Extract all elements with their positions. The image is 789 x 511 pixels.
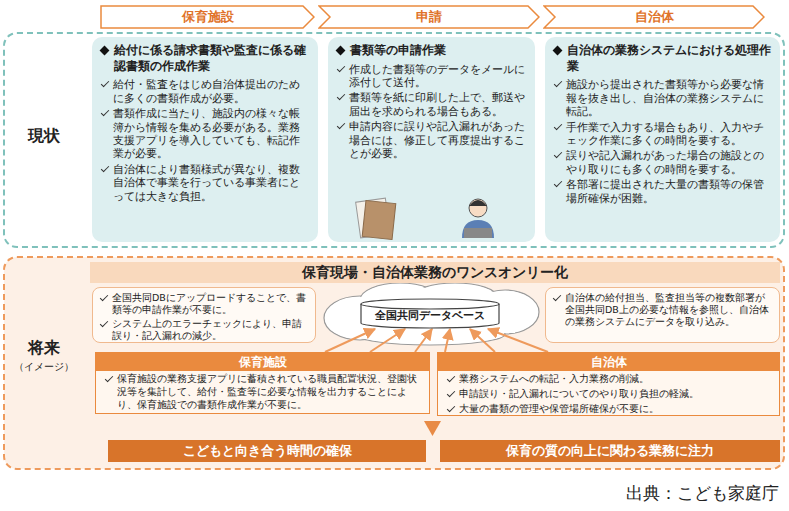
future-region: 将来（イメージ） 保育現場・自治体業務のワンスオンリー化全国共同DBにアップロード…	[3, 256, 785, 470]
papers-and-person-icon	[328, 192, 535, 240]
flow-arrow	[470, 329, 495, 352]
bullet-text: 保育施設の業務支援アプリに蓄積されている職員配置状況、登園状況等を集計して、給付…	[104, 373, 421, 411]
database-cylinder: 全国共同データベース	[360, 298, 500, 329]
bullet-text: 書類等を紙に印刷した上で、郵送や届出を求められる場合もある。	[336, 91, 527, 118]
future-box: 保育施設保育施設の業務支援アプリに蓄積されている職員配置状況、登園状況等を集計し…	[95, 352, 430, 414]
down-arrow	[424, 421, 441, 436]
bullet-text: 申請誤り・記入漏れについてのやり取り負担の軽減。	[446, 388, 771, 401]
future-box: 自治体業務システムへの転記・入力業務の削減。申請誤り・記入漏れについてのやり取り…	[437, 352, 780, 416]
process-box: 書類等の申請作業作成した書類等のデータをメールに添付して送付。書類等を紙に印刷し…	[328, 37, 535, 242]
title-band: 保育現場・自治体業務のワンスオンリー化	[90, 262, 780, 283]
heading-text: （イメージ）	[9, 360, 79, 374]
heading-text: 全国共同データベース	[360, 298, 500, 323]
bullet-text: 大量の書類の管理や保管場所確保が不要に。	[446, 403, 771, 416]
bullet-text: 給付・監査をはじめ自治体提出のために多くの書類作成が必要。	[100, 78, 310, 105]
bullet-text: システム上のエラーチェックにより、申請誤り・記入漏れの減少。	[99, 318, 309, 342]
bullet-text: 自治体の給付担当、監査担当等の複数部署が全国共同DB上の必要な情報を参照し、自治…	[552, 292, 773, 328]
bullet-text: 申請内容に誤りや記入漏れがあった場合には、修正して再度提出することが必要。	[336, 120, 527, 160]
heading-text: 将来	[9, 338, 79, 359]
flow-arrow	[488, 329, 548, 352]
heading-text: 申請	[318, 5, 540, 29]
goal-bar: 保育の質の向上に関わる業務に注力	[440, 440, 780, 462]
heading-text: 現状	[9, 126, 79, 147]
heading-text: 自治体の業務システムにおける処理作業	[553, 43, 772, 74]
flow-arrow	[415, 329, 432, 352]
goal-bar: こどもと向き合う時間の確保	[108, 440, 426, 462]
heading-text: こどもと向き合う時間の確保	[108, 440, 426, 462]
heading-text: 給付に係る請求書類や監査に係る確認書類の作成作業	[100, 43, 310, 74]
heading-text: 保育現場・自治体業務のワンスオンリー化	[90, 262, 780, 283]
heading-text: 保育の質の向上に関わる業務に注力	[440, 440, 780, 462]
source-caption: 出典：こども家庭庁	[626, 482, 779, 505]
stage-tab: 保育施設	[100, 5, 315, 29]
heading-text: 自治体	[543, 5, 765, 29]
bullet-text: 全国共同DBにアップロードすることで、書類等の申請作業が不要に。	[99, 292, 309, 316]
heading-text: 書類等の申請作業	[336, 43, 527, 59]
process-box: 給付に係る請求書類や監査に係る確認書類の作成作業給付・監査をはじめ自治体提出のた…	[92, 37, 318, 242]
stage-tab: 自治体	[543, 5, 765, 29]
current-region: 現状給付に係る請求書類や監査に係る確認書類の作成作業給付・監査をはじめ自治体提出…	[3, 32, 785, 248]
bullet-text: 業務システムへの転記・入力業務の削減。	[446, 373, 771, 386]
bullet-text: 各部署に提出された大量の書類等の保管場所確保が困難。	[553, 178, 772, 205]
bullet-text: 誤りや記入漏れがあった場合の施設とのやり取りにも多くの時間を要する。	[553, 149, 772, 176]
note-box: 全国共同DBにアップロードすることで、書類等の申請作業が不要に。システム上のエラ…	[92, 287, 316, 343]
bullet-text: 作成した書類等のデータをメールに添付して送付。	[336, 63, 527, 90]
bullet-text: 施設から提出された書類等から必要な情報を抜き出し、自治体の業務システムに転記。	[553, 78, 772, 118]
note-box: 自治体の給付担当、監査担当等の複数部署が全国共同DB上の必要な情報を参照し、自治…	[545, 287, 780, 343]
flow-arrow	[325, 329, 375, 352]
flow-arrow	[370, 329, 405, 352]
bullet-text: 手作業で入力する場合もあり、入力やチェック作業に多くの時間を要する。	[553, 121, 772, 148]
heading-text: 保育施設	[96, 353, 429, 371]
future-ground	[4, 257, 784, 469]
flow-arrow	[445, 329, 450, 352]
heading-text: 自治体	[438, 353, 779, 371]
stage-tab: 申請	[318, 5, 540, 29]
bullet-text: 書類作成に当たり、施設内の様々な帳簿から情報を集める必要がある。業務支援アプリを…	[100, 107, 310, 161]
process-box: 自治体の業務システムにおける処理作業施設から提出された書類等から必要な情報を抜き…	[545, 37, 780, 242]
caption-box: 出典：こども家庭庁	[626, 482, 779, 505]
heading-text: 保育施設	[100, 5, 315, 29]
bullet-text: 自治体により書類様式が異なり、複数自治体で事業を行っている事業者にとっては大きな…	[100, 163, 310, 203]
